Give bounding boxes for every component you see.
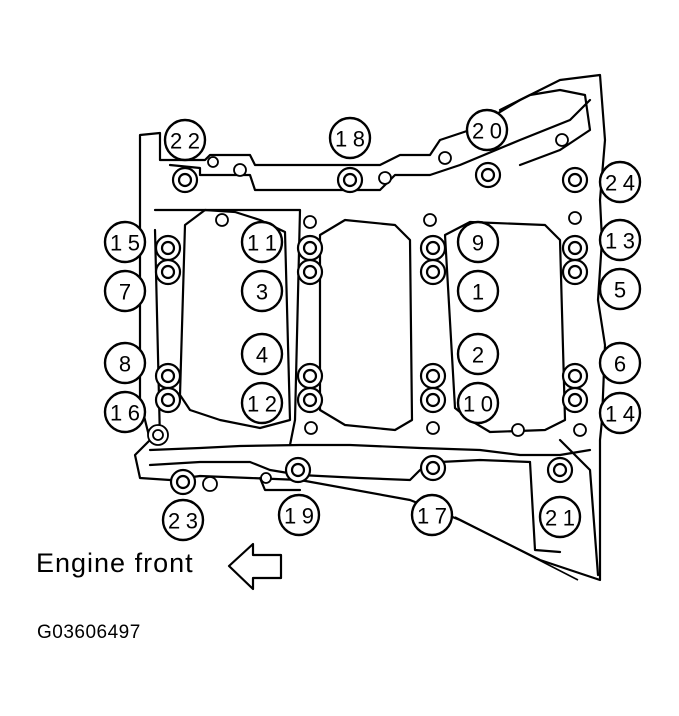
bolt-callout-9: 9 (456, 220, 500, 264)
callout-circle (456, 269, 500, 313)
bolt-callout-17: 17 (410, 493, 454, 537)
callout-number: 2 (472, 343, 484, 368)
bolt-heads (154, 161, 589, 496)
callout-circle (163, 118, 207, 162)
callout-number: 9 (472, 231, 484, 256)
callout-circle (328, 116, 372, 160)
bolt-head (296, 362, 324, 390)
bolt-head (296, 258, 324, 286)
engine-front-label: Engine front (36, 548, 194, 578)
bolt-callout-4: 4 (240, 332, 284, 376)
callout-circle (538, 495, 582, 539)
callout-circle (598, 218, 642, 262)
callout-circle (456, 381, 500, 425)
bolt-callout-13: 13 (598, 218, 642, 262)
callout-circle (240, 220, 284, 264)
bolt-callout-6: 6 (598, 341, 642, 385)
callout-leader (454, 516, 579, 581)
bolt-head (561, 234, 589, 262)
bolt-head (419, 454, 447, 482)
bolt-callout-20: 20 (465, 108, 509, 152)
callout-circle (103, 220, 147, 264)
callout-number: 5 (614, 278, 626, 303)
bolt-head (169, 468, 197, 496)
callout-circle (598, 267, 642, 311)
callout-number: 6 (614, 352, 626, 377)
callout-circle (161, 498, 205, 542)
bolt-head (546, 456, 574, 484)
callout-circle (240, 381, 284, 425)
bolt-head (296, 386, 324, 414)
bolt-head (561, 258, 589, 286)
bolt-callout-5: 5 (598, 267, 642, 311)
bolt-callout-10: 10 (456, 381, 500, 425)
callout-circle (240, 332, 284, 376)
bolt-callout-22: 22 (163, 118, 207, 162)
bolt-callout-21: 21 (538, 495, 582, 539)
bolt-callout-11: 11 (240, 220, 284, 264)
callout-circle (410, 493, 454, 537)
bolt-head (561, 362, 589, 390)
figure-code: G03606497 (37, 622, 141, 643)
callout-circle (103, 269, 147, 313)
bolt-head (336, 166, 364, 194)
callout-number: 8 (119, 352, 131, 377)
bolt-callout-15: 15 (103, 220, 147, 264)
bolt-callout-14: 14 (598, 391, 642, 435)
bolt-head (474, 161, 502, 189)
bolt-callout-23: 23 (161, 498, 205, 542)
bolt-callout-19: 19 (277, 493, 321, 537)
block-outline (133, 73, 607, 582)
engine-front-arrow-icon (227, 542, 283, 591)
bolt-head (419, 362, 447, 390)
callout-circle (240, 269, 284, 313)
bolt-head (561, 386, 589, 414)
bolt-callout-24: 24 (598, 160, 642, 204)
callout-circle (598, 391, 642, 435)
callout-number: 4 (256, 343, 268, 368)
bolt-callout-2: 2 (456, 332, 500, 376)
callout-number: 1 (472, 280, 484, 305)
callout-circle (103, 390, 147, 434)
bolt-head (419, 386, 447, 414)
bolt-head (419, 258, 447, 286)
bolt-head (154, 234, 182, 262)
bolt-head (284, 456, 312, 484)
callout-circle (456, 220, 500, 264)
bolt-callout-8: 8 (103, 341, 147, 385)
callout-circle (456, 332, 500, 376)
bolt-head (561, 166, 589, 194)
bolt-head (154, 362, 182, 390)
bolt-callout-12: 12 (240, 381, 284, 425)
callout-circle (103, 341, 147, 385)
callout-number: 3 (256, 280, 268, 305)
bolt-head (419, 234, 447, 262)
bolt-head (154, 258, 182, 286)
callout-circle (598, 341, 642, 385)
bolt-callout-16: 16 (103, 390, 147, 434)
bolt-head (296, 234, 324, 262)
bolt-head (154, 386, 182, 414)
bolt-callout-1: 1 (456, 269, 500, 313)
bolt-head (171, 166, 199, 194)
bolt-callout-7: 7 (103, 269, 147, 313)
callout-number: 7 (119, 280, 131, 305)
small-holes (147, 133, 587, 492)
bolt-callout-18: 18 (328, 116, 372, 160)
callout-circle (598, 160, 642, 204)
callout-circle (277, 493, 321, 537)
callout-circle (465, 108, 509, 152)
bolt-callout-3: 3 (240, 269, 284, 313)
